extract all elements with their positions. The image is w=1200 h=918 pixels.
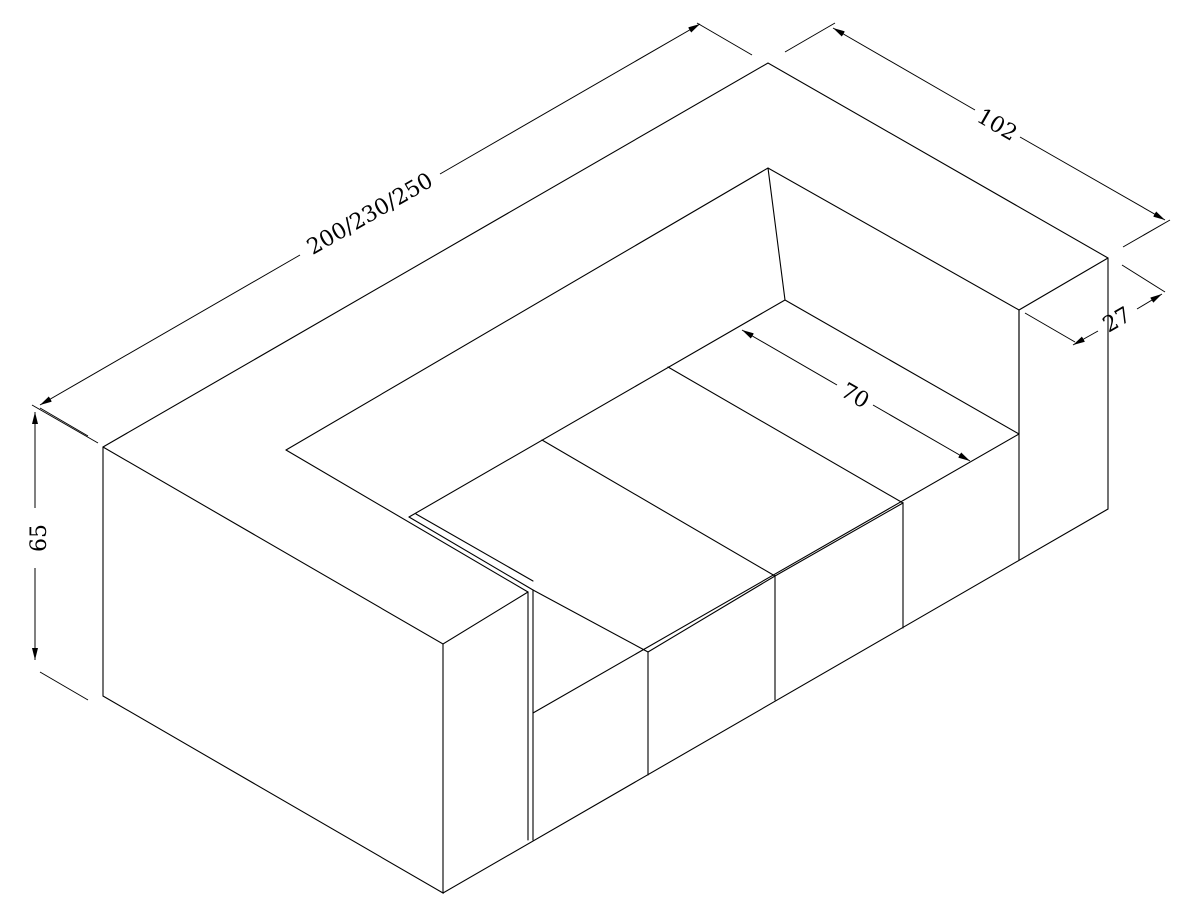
backrest-bottom [784, 299, 1020, 435]
cushion-divider-2 [667, 366, 904, 504]
seat-depth-label: 70 [836, 379, 873, 415]
right-outer-edge [442, 257, 1109, 894]
arm-width-label: 27 [1099, 303, 1136, 339]
sofa-body [102, 62, 1109, 894]
dimension-arm-width: 27 [1024, 264, 1166, 346]
back-corner-edge [767, 167, 786, 301]
left-arm-front [102, 446, 444, 894]
seat-left-edge-2 [415, 513, 534, 582]
cushion-front-mid [647, 575, 776, 701]
right-arm-top [1018, 257, 1109, 561]
dimension-depth: 102 [784, 22, 1171, 248]
backrest-left-bottom [285, 449, 529, 593]
dimension-height: 65 [27, 407, 89, 701]
depth-label: 102 [972, 104, 1021, 147]
height-label: 65 [27, 524, 52, 552]
back-top-edge [102, 62, 1109, 448]
left-arm-top [102, 446, 529, 645]
length-label: 200/230/250 [303, 168, 437, 260]
cushion-front-right [774, 502, 904, 629]
dimension-seat-depth: 70 [741, 329, 971, 462]
seat-back-line [408, 299, 786, 518]
cushion-front-left [532, 589, 649, 776]
dimension-length: 200/230/250 [31, 22, 753, 444]
cushion-divider-1 [541, 439, 776, 577]
seat-front-line [532, 433, 1020, 714]
seat-left-edge [408, 516, 534, 841]
